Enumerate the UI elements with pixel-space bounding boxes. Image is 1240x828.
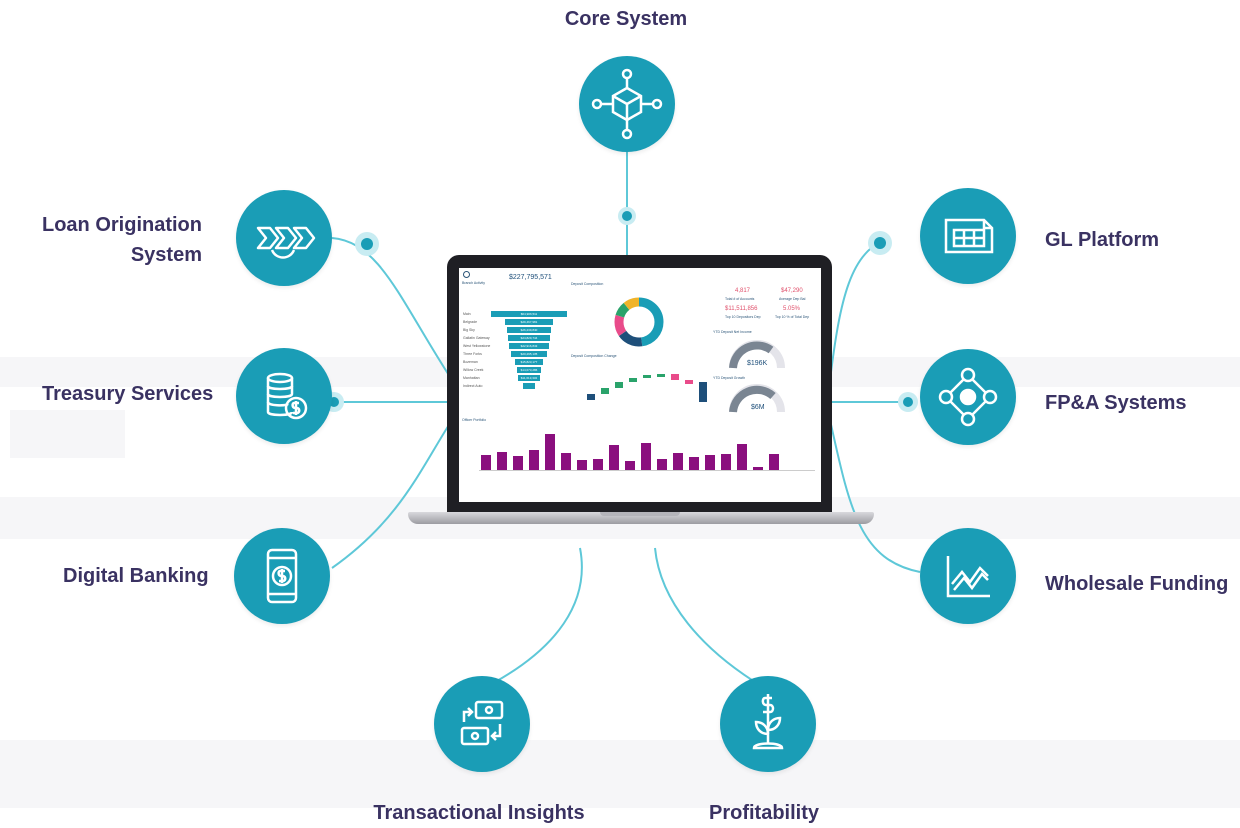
cash-exchange-icon bbox=[460, 700, 504, 746]
chevrons-flow-icon bbox=[256, 226, 316, 259]
laptop-notch bbox=[600, 512, 680, 516]
wholesale-funding-label: Wholesale Funding bbox=[1045, 573, 1229, 595]
treasury-services-label: Treasury Services bbox=[42, 383, 214, 405]
funnel-bar: $11,613,332 bbox=[518, 375, 540, 381]
total-balance: $227,795,571 bbox=[509, 274, 552, 281]
gauge-1 bbox=[729, 340, 785, 369]
portfolio-bar bbox=[753, 467, 763, 470]
portfolio-bar bbox=[577, 460, 587, 470]
deposit-composition-title: Deposit Composition bbox=[571, 282, 604, 286]
deposit-waterfall bbox=[587, 374, 707, 402]
gauge-2-title: YTD Deposit Growth bbox=[713, 376, 746, 380]
portfolio-bar bbox=[529, 450, 539, 470]
loan-origination-label-line2: System bbox=[130, 244, 202, 266]
gauge-2-value: $6M bbox=[751, 404, 765, 411]
officer-portfolio-title: Officer Portfolio bbox=[462, 418, 487, 422]
background-band bbox=[10, 410, 125, 458]
node-network-icon bbox=[938, 367, 998, 427]
branch-funnel: Main Belgrade Big Sky Gallatin Gateway W… bbox=[459, 268, 579, 448]
branch-name: Indirect Auto bbox=[463, 384, 483, 388]
officer-portfolio-chart bbox=[479, 428, 815, 471]
kpi-top10-value: $11,511,856 bbox=[725, 306, 758, 312]
loan-origination-label: Loan Origination System bbox=[30, 210, 202, 270]
branch-name: Manhattan bbox=[463, 376, 480, 380]
branch-name: Main bbox=[463, 312, 471, 316]
portfolio-bar bbox=[497, 452, 507, 470]
funnel-bar bbox=[523, 383, 535, 389]
dashboard-screen: Branch Activity $227,795,571 Main Belgra… bbox=[459, 268, 821, 502]
portfolio-bar bbox=[561, 453, 571, 470]
funnel-bar: $29,467,981 bbox=[505, 319, 553, 325]
dollar-plant-icon bbox=[752, 694, 784, 750]
loan-origination-node[interactable] bbox=[236, 190, 332, 286]
loan-origination-label-line1: Loan Origination bbox=[42, 214, 202, 236]
cube-network-icon bbox=[591, 68, 663, 140]
portfolio-bar bbox=[737, 444, 747, 470]
core-system-node[interactable] bbox=[579, 56, 675, 152]
portfolio-bar bbox=[673, 453, 683, 470]
coin-stack-icon bbox=[266, 372, 308, 420]
portfolio-bar bbox=[513, 456, 523, 470]
transactional-insights-label: Transactional Insights bbox=[373, 802, 585, 824]
kpi-top10-label: Top 10 Depositors Dep bbox=[725, 315, 761, 319]
funnel-bar: $14,073,286 bbox=[517, 367, 541, 373]
deposit-change-title: Deposit Composition Change bbox=[571, 354, 617, 358]
portfolio-bar bbox=[609, 445, 619, 470]
core-system-label: Core System bbox=[564, 8, 688, 30]
portfolio-bar bbox=[545, 434, 555, 470]
portfolio-bar bbox=[593, 459, 603, 470]
portfolio-bar bbox=[625, 461, 635, 470]
portfolio-bar bbox=[721, 454, 731, 470]
profitability-node[interactable] bbox=[720, 676, 816, 772]
portfolio-bar bbox=[769, 454, 779, 470]
deposit-donut bbox=[614, 297, 664, 347]
background-band bbox=[0, 740, 1240, 808]
gl-platform-node[interactable] bbox=[920, 188, 1016, 284]
portfolio-bar bbox=[481, 455, 491, 470]
portfolio-bar bbox=[689, 457, 699, 470]
branch-name: Willow Creek bbox=[463, 368, 484, 372]
ledger-sheet-icon bbox=[944, 218, 994, 254]
funnel-bar: $22,916,843 bbox=[509, 343, 549, 349]
branch-name: Belgrade bbox=[463, 320, 478, 324]
branch-name: Big Sky bbox=[463, 328, 475, 332]
fpa-systems-node[interactable] bbox=[920, 349, 1016, 445]
funnel-bar: $15,823,177 bbox=[515, 359, 543, 365]
trend-chart-icon bbox=[946, 556, 990, 598]
kpi-accounts-value: 4,817 bbox=[735, 288, 751, 294]
portfolio-bar bbox=[705, 455, 715, 470]
kpi-accounts-label: Total # of Accounts bbox=[725, 297, 755, 301]
treasury-services-node[interactable] bbox=[236, 348, 332, 444]
gauge-2 bbox=[729, 384, 785, 413]
portfolio-bar bbox=[657, 459, 667, 470]
profitability-label: Profitability bbox=[708, 802, 820, 824]
kpi-top10-pct-label: Top 10 % of Total Dep bbox=[775, 315, 810, 319]
digital-banking-node[interactable] bbox=[234, 528, 330, 624]
gauge-1-value: $196K bbox=[747, 360, 768, 367]
info-icon bbox=[463, 271, 470, 278]
fpa-systems-label: FP&A Systems bbox=[1045, 392, 1187, 414]
funnel-bar: $20,295,135 bbox=[511, 351, 547, 357]
kpi-avg-bal-label: Average Dep Bal bbox=[779, 297, 806, 301]
funnel-bar: $26,239,840 bbox=[507, 327, 551, 333]
funnel-bar: $64,906,511 bbox=[491, 311, 567, 317]
gl-platform-label: GL Platform bbox=[1045, 229, 1160, 251]
branch-name: Gallatin Gateway bbox=[463, 336, 490, 340]
wholesale-funding-node[interactable] bbox=[920, 528, 1016, 624]
funnel-bar: $24,829,744 bbox=[508, 335, 550, 341]
transactional-insights-node[interactable] bbox=[434, 676, 530, 772]
laptop-base bbox=[408, 512, 874, 524]
gauge-1-title: YTD Deposit Net Income bbox=[713, 330, 752, 334]
branch-name: Three Forks bbox=[463, 352, 482, 356]
digital-banking-label: Digital Banking bbox=[63, 565, 209, 587]
branch-name: West Yellowstone bbox=[463, 344, 491, 348]
mobile-dollar-icon bbox=[266, 548, 298, 604]
portfolio-bar bbox=[641, 443, 651, 470]
kpi-avg-bal-value: $47,290 bbox=[781, 288, 803, 294]
branch-name: Bozeman bbox=[463, 360, 478, 364]
branch-activity-title: Branch Activity bbox=[462, 281, 485, 285]
kpi-top10-pct-value: 5.05% bbox=[783, 306, 801, 312]
